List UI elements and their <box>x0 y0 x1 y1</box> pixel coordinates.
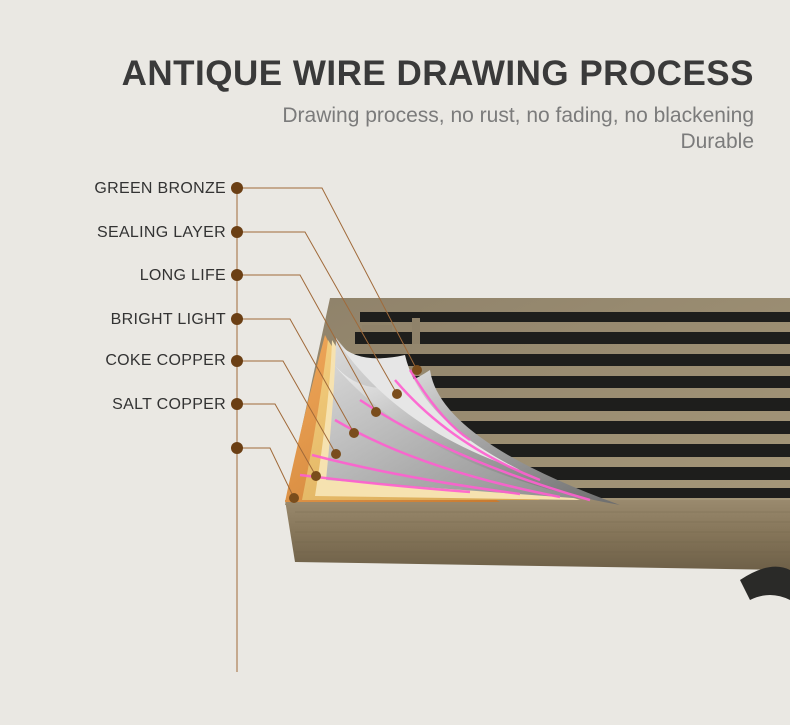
layer-label-sealing-layer: SEALING LAYER <box>97 224 226 241</box>
marker-coke-copper <box>231 355 243 367</box>
drain-grate-tabs <box>362 318 420 344</box>
layer-label-salt-copper: SALT COPPER <box>112 396 226 413</box>
marker-bright-light <box>231 313 243 325</box>
marker-green-bronze <box>231 182 243 194</box>
marker-salt-copper <box>231 398 243 410</box>
leader-lines <box>237 187 418 499</box>
marker-base <box>231 442 243 454</box>
marker-sealing-layer <box>231 226 243 238</box>
page-title: ANTIQUE WIRE DRAWING PROCESS <box>121 54 754 93</box>
layer-peel <box>285 335 620 505</box>
drain-pipe <box>740 566 790 600</box>
layer-label-long-life: LONG LIFE <box>139 267 226 284</box>
layer-label-bright-light: BRIGHT LIGHT <box>110 311 226 328</box>
marker-long-life <box>231 269 243 281</box>
guide-markers <box>231 182 243 454</box>
layer-label-coke-copper: COKE COPPER <box>105 352 226 369</box>
layer-end-markers <box>289 365 422 503</box>
page-subtitle: Drawing process, no rust, no fading, no … <box>282 103 754 155</box>
subtitle-line-2: Durable <box>680 130 754 153</box>
subtitle-line-1: Drawing process, no rust, no fading, no … <box>282 104 754 127</box>
layer-label-green-bronze: GREEN BRONZE <box>94 180 226 197</box>
